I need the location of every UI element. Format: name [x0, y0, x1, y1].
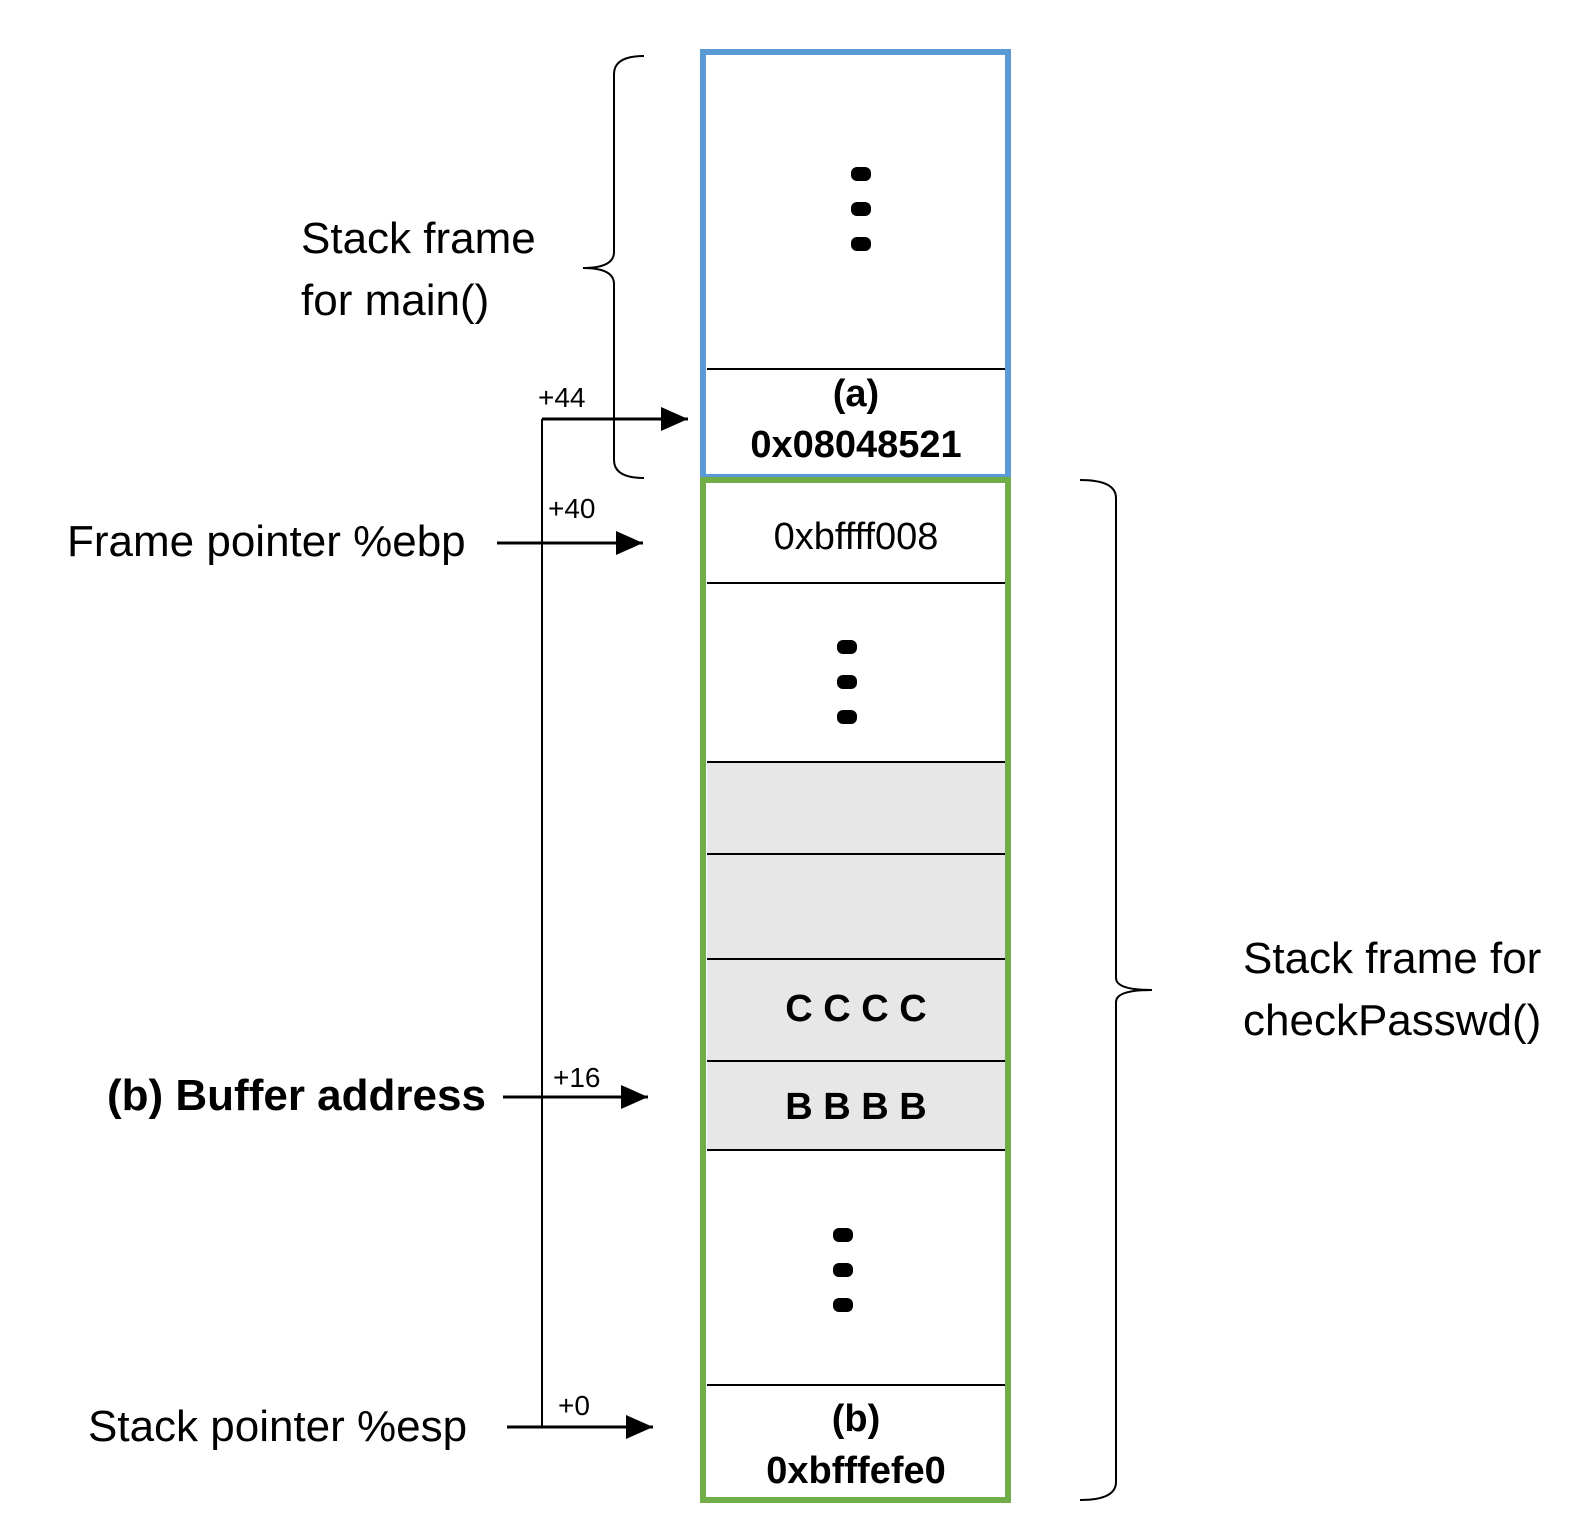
ellipsis-lower: [833, 1228, 853, 1333]
check-frame-label-line2: checkPasswd(): [1243, 996, 1542, 1045]
offset-44: +44: [538, 382, 586, 413]
argument-tag: (b): [831, 1398, 881, 1440]
buffer-row-shade: [707, 762, 1005, 1150]
cell-dividers: [707, 368, 1005, 1386]
ellipsis-main-frame: [851, 167, 871, 272]
return-address-value: 0x08048521: [750, 424, 962, 466]
ebp-label: Frame pointer %ebp: [67, 517, 466, 566]
main-frame-label-line1: Stack frame: [301, 214, 536, 263]
offset-40: +40: [548, 493, 596, 524]
check-frame-label: Stack frame for checkPasswd(): [1243, 928, 1541, 1052]
argument-value: 0xbfffefe0: [766, 1450, 946, 1492]
ellipsis-locals: [837, 640, 857, 745]
check-frame-box: [700, 477, 1011, 1503]
main-frame-label-line2: for main(): [301, 276, 490, 325]
return-address-tag: (a): [832, 373, 880, 415]
buffer-row-c: C C C C: [785, 988, 927, 1030]
esp-label: Stack pointer %esp: [88, 1402, 468, 1451]
buffer-row-b: B B B B: [785, 1086, 927, 1128]
check-frame-brace: [1079, 479, 1153, 1501]
main-frame-brace: [582, 55, 645, 479]
main-frame-label: Stack frame for main(): [301, 208, 536, 332]
offset-16: +16: [553, 1062, 601, 1093]
buffer-address-label: (b) Buffer address: [107, 1071, 486, 1120]
offset-0: +0: [558, 1390, 590, 1421]
saved-ebp-value: 0xbffff008: [773, 516, 939, 558]
check-frame-label-line1: Stack frame for: [1243, 934, 1542, 983]
